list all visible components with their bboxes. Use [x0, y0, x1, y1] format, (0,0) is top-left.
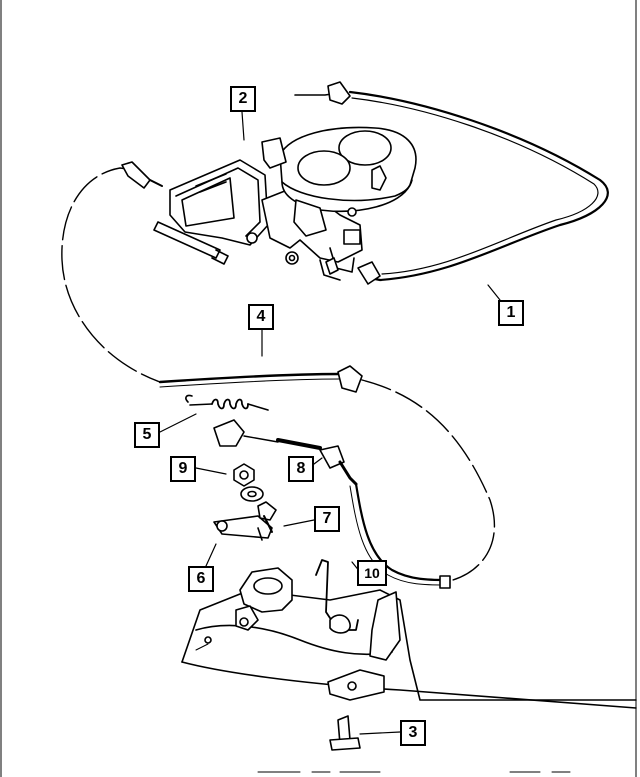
bolt-7 [257, 501, 277, 533]
leader-lines [155, 111, 501, 735]
callout-7: 7 [314, 506, 340, 532]
callout-1: 1 [498, 300, 524, 326]
callout-3: 3 [400, 720, 426, 746]
callout-8: 8 [288, 456, 314, 482]
bolt-3 [329, 715, 361, 751]
callout-4: 4 [248, 304, 274, 330]
cable-4 [61, 161, 496, 583]
callout-6: 6 [188, 566, 214, 592]
accelerator-cable-1 [294, 81, 609, 285]
callout-2: 2 [230, 86, 256, 112]
cable-8 [213, 419, 358, 486]
transmission-lower-assembly [181, 559, 637, 709]
callout-10: 10 [357, 560, 387, 586]
callout-9: 9 [170, 456, 196, 482]
nut-9 [233, 463, 264, 502]
callout-5: 5 [134, 422, 160, 448]
lever-bracket-6 [213, 515, 273, 541]
throttle-body-assembly [153, 126, 417, 281]
return-spring-5 [185, 394, 269, 411]
